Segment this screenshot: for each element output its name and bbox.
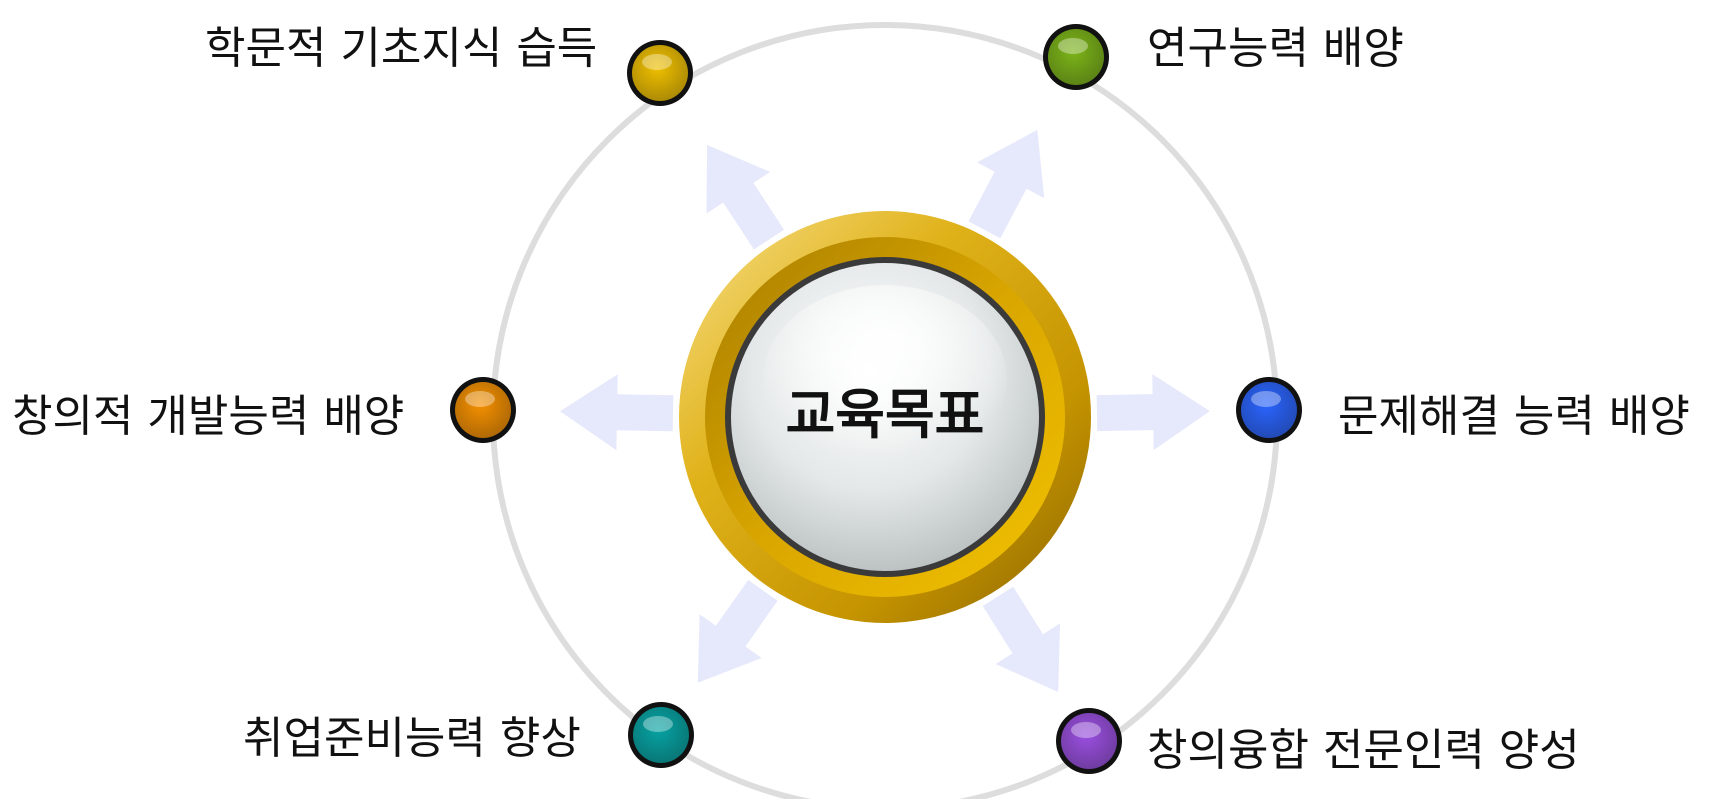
goal-node-creative-development: [450, 377, 516, 443]
arrow-employment-readiness: [697, 580, 778, 683]
goal-label-academic-knowledge: 학문적 기초지식 습득: [205, 23, 598, 74]
goal-node-problem-solving: [1236, 377, 1302, 443]
goal-label-convergence-talent: 창의융합 전문인력 양성: [1147, 725, 1580, 776]
arrow-problem-solving: [1096, 374, 1210, 451]
goal-node-employment-readiness: [628, 702, 694, 768]
goal-node-academic-knowledge: [627, 40, 693, 106]
center-medallion: [679, 211, 1091, 623]
arrows: [560, 129, 1210, 692]
goal-nodes: [450, 24, 1302, 774]
goal-label-research-ability: 연구능력 배양: [1147, 23, 1404, 74]
goal-label-problem-solving: 문제해결 능력 배양: [1338, 391, 1690, 442]
arrow-creative-development: [560, 374, 674, 451]
center-title: 교육목표: [785, 383, 985, 446]
goal-node-convergence-talent: [1056, 708, 1122, 774]
arrow-convergence-talent: [982, 586, 1060, 692]
arrow-academic-knowledge: [706, 145, 784, 250]
goal-label-employment-readiness: 취업준비능력 향상: [243, 713, 581, 764]
goal-label-creative-development: 창의적 개발능력 배양: [12, 391, 405, 442]
arrow-research-ability: [968, 129, 1045, 239]
goal-node-research-ability: [1043, 24, 1109, 90]
